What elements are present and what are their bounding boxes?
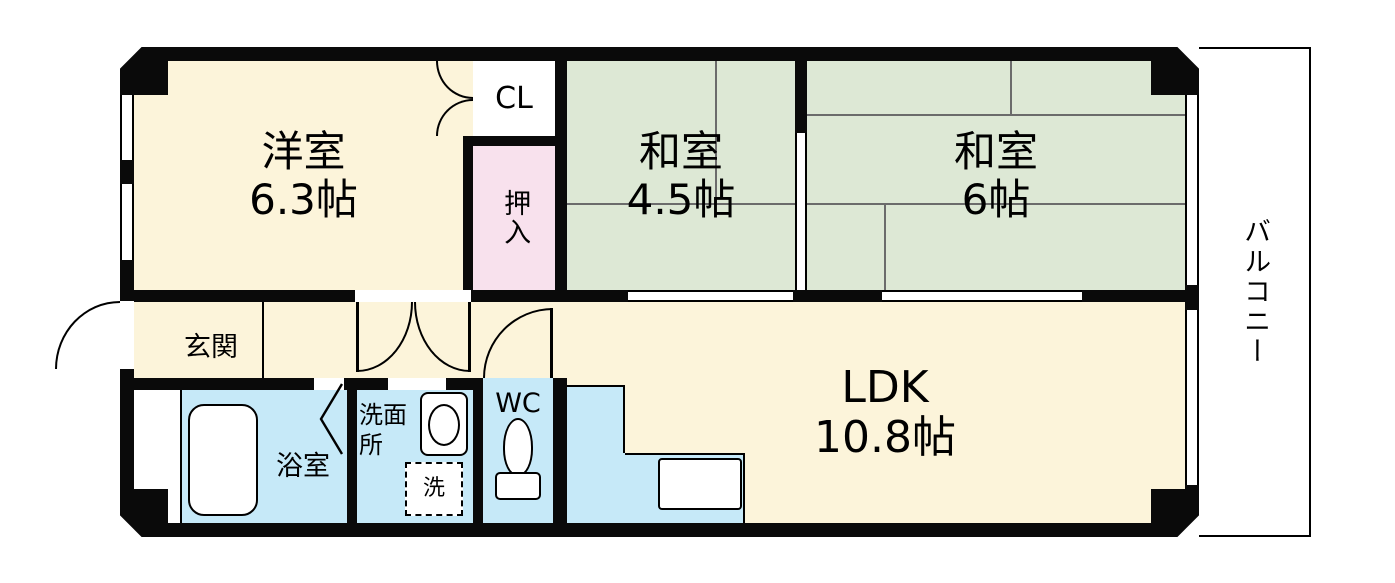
balcony-label: バルコニー [1239,217,1271,367]
western-room-door-opening [355,290,471,302]
washitsu-large-label: 和室 6帖 [807,61,1185,290]
ldk-label: LDK 10.8帖 [640,305,1130,520]
washitsu-small-size: 4.5帖 [626,174,736,224]
closet-label: CL [495,80,533,116]
wc-door-leaf [550,308,553,378]
window-western-lower [120,184,134,260]
bath-folding-door [318,382,344,456]
balcony: バルコニー [1199,47,1311,537]
room-western-label: 洋室 6.3帖 [249,128,358,222]
room-western-size: 6.3帖 [249,174,358,224]
entrance-label-text: 玄関 [184,331,238,363]
window-ldk-balcony [1185,310,1199,485]
tatami-line [807,203,1185,205]
tatami-line [567,203,795,205]
wall-closet-column-right [555,61,567,290]
wall-top [168,47,1151,61]
sliding-door-washitsu-divider [795,133,807,290]
washbasin-bowl [428,404,460,446]
washing-machine-box: 洗 [405,462,463,516]
wall-wc-kitchen [553,378,567,523]
room-washitsu-large [807,61,1185,290]
sliding-door-washitsu-large-ldk [882,290,1082,302]
washitsu-large-size: 6帖 [961,174,1031,224]
room-western-name: 洋室 [261,127,346,177]
ldk-size: 10.8帖 [814,411,956,463]
room-closet-cl: CL [473,61,555,136]
washroom-door-opening [388,378,446,390]
washroom-label: 洗面所 [359,400,413,470]
bathroom-label-text: 浴室 [276,450,330,482]
washitsu-large-name: 和室 [953,127,1038,177]
ldk-name: LDK [841,362,929,414]
tatami-line [884,203,886,290]
kitchen-sink-counter [658,458,742,510]
window-western-upper [120,95,134,160]
tatami-line [1010,61,1012,115]
corner-pillar-bottom-left [120,489,168,537]
toilet-tank [495,472,541,500]
entrance-step-line [262,302,264,378]
kitchen-area-lower-left [567,453,625,523]
tatami-line [715,61,717,204]
bathtub-fixture [188,404,258,516]
western-door-leaf-right [468,302,471,372]
bathroom-label: 浴室 [257,447,349,487]
entrance-door-opening [120,301,134,369]
wc-label-text: WC [495,387,541,419]
wall-bottom [168,523,1151,537]
wall-bathroom-top [134,378,347,390]
room-western: 洋室 6.3帖 [134,61,473,290]
entrance-label: 玄関 [156,324,266,372]
wall-washroom-wc [473,378,483,523]
washitsu-small-name: 和室 [638,127,723,177]
window-washitsu-large-balcony [1185,95,1199,285]
toilet-bowl [503,418,533,476]
oshiire-label: 押入 [499,189,531,247]
sliding-door-washitsu-small-ldk [628,290,793,302]
western-door-leaf-left [356,302,359,372]
tatami-line [807,114,1185,116]
entrance-door-arc [55,301,120,369]
washitsu-small-label: 和室 4.5帖 [567,61,795,290]
wall-cl-oshiire-divider [473,136,555,146]
corner-pillar-top-left [120,47,168,95]
kitchen-area-upper [567,385,625,453]
wall-bath-washroom [347,378,357,523]
washroom-label-text: 洗面所 [359,401,407,459]
washing-machine-label: 洗 [422,475,445,501]
bathroom-door-opening [314,378,344,390]
wc-label: WC [483,388,553,420]
room-washitsu-small [567,61,795,290]
corner-pillar-bottom-right [1151,489,1199,537]
room-oshiire: 押入 [473,146,555,290]
wall-oshiire-left [463,136,473,290]
